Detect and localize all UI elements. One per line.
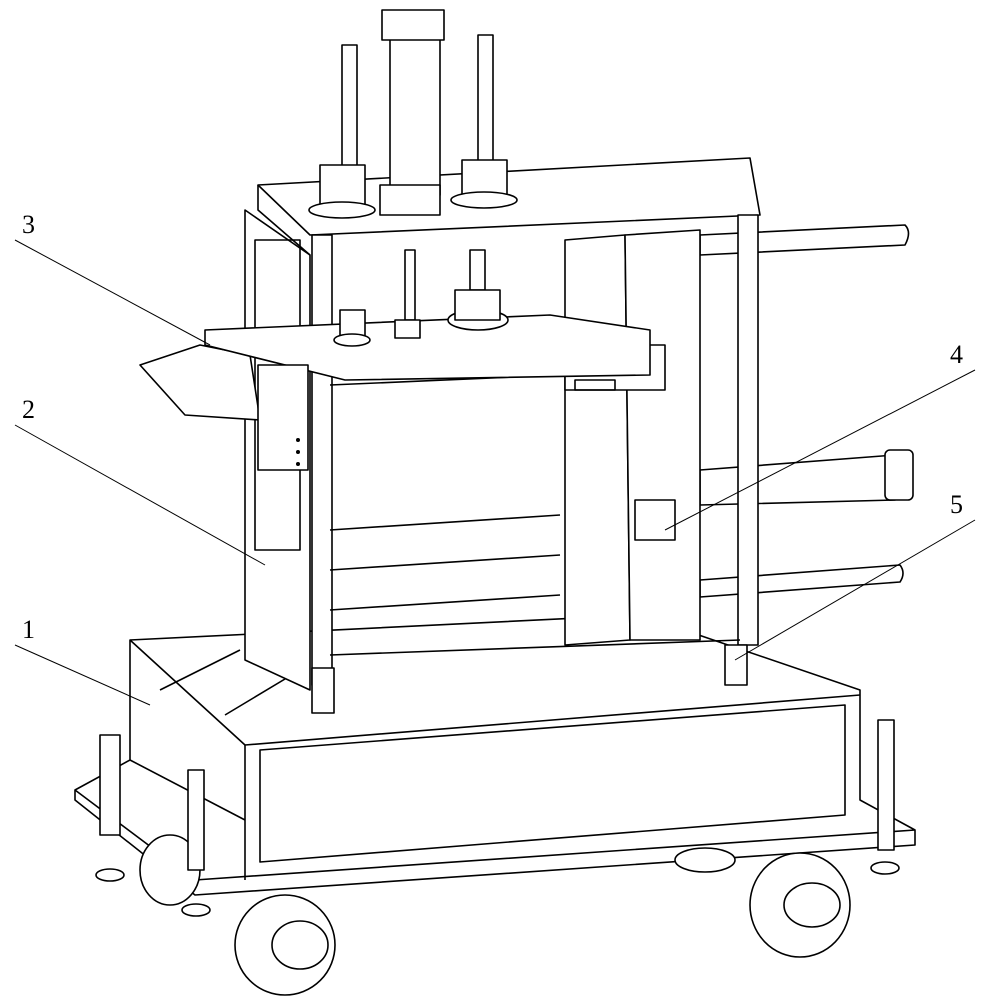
callout-3: 3 [22, 210, 35, 239]
sliding-table [139, 314, 651, 471]
leveling-feet [95, 719, 900, 917]
callout-2: 2 [22, 395, 35, 424]
rear-rods [699, 224, 914, 598]
wheels [139, 834, 851, 996]
cylinders [308, 9, 518, 347]
callout-4: 4 [950, 340, 963, 369]
leader-lines [14, 239, 976, 706]
callout-5: 5 [950, 490, 963, 519]
callout-1: 1 [22, 615, 35, 644]
